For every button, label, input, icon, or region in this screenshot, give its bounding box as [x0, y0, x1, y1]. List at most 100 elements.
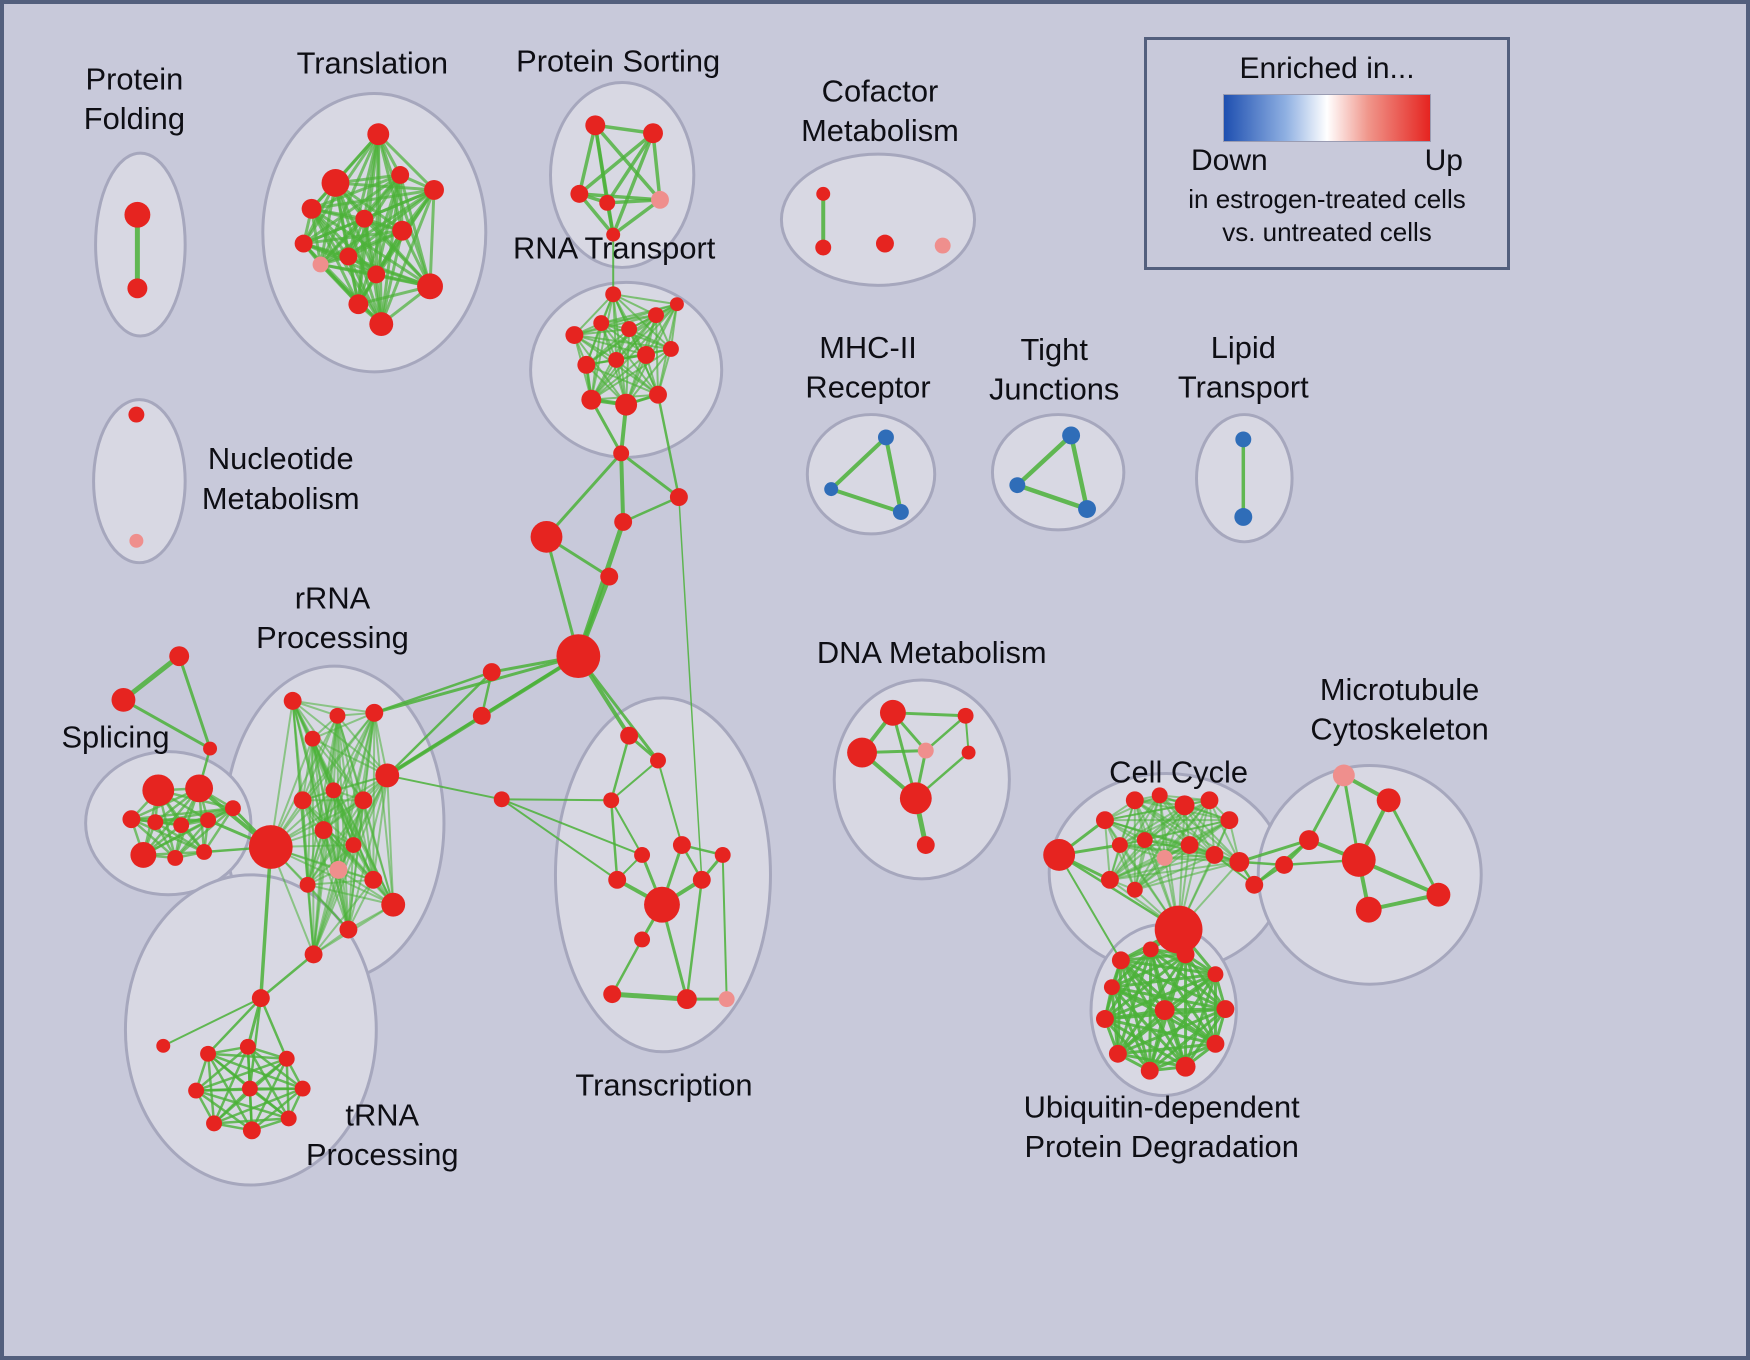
network-edge — [362, 799, 395, 906]
network-edge — [1103, 819, 1111, 881]
network-edge — [306, 883, 350, 931]
network-edge — [577, 192, 662, 202]
cluster-ellipse-rna-transport — [529, 280, 724, 459]
legend-axis-labels: Down Up — [1191, 144, 1463, 178]
network-node — [1174, 795, 1195, 816]
network-edge — [269, 714, 339, 849]
network-edge — [1148, 1008, 1167, 1073]
network-edge — [398, 173, 432, 288]
network-node — [934, 237, 951, 254]
network-node — [188, 1082, 205, 1099]
network-edge — [678, 496, 703, 881]
cluster-label-splicing: Splicing — [61, 720, 169, 755]
network-edge — [259, 953, 315, 1000]
network-node — [1136, 832, 1153, 849]
network-edge — [600, 322, 659, 396]
network-edge — [1108, 844, 1191, 881]
network-node — [304, 945, 323, 964]
network-node — [621, 321, 638, 338]
network-edge — [385, 714, 484, 777]
network-node — [1140, 1061, 1159, 1080]
network-node — [156, 1038, 171, 1053]
network-node — [644, 886, 680, 923]
network-edge — [306, 844, 355, 886]
network-edge — [311, 737, 365, 802]
network-node — [1235, 431, 1252, 448]
network-node — [375, 763, 400, 788]
network-node — [1175, 1056, 1196, 1077]
network-node — [1009, 477, 1026, 494]
network-edge — [1110, 985, 1152, 1073]
network-node — [122, 810, 141, 829]
network-edge — [615, 303, 678, 361]
network-node — [714, 847, 731, 863]
network-edge — [621, 495, 681, 524]
cluster-label-transcription: Transcription — [575, 1068, 752, 1103]
network-node — [530, 520, 563, 553]
cluster-ellipses-layer — [84, 81, 1483, 1187]
network-edge — [1133, 839, 1146, 891]
network-edge — [250, 1057, 288, 1132]
network-edge — [312, 774, 389, 956]
network-edge — [306, 878, 375, 886]
network-edge — [312, 878, 375, 956]
network-node — [169, 646, 190, 667]
network-edge — [577, 123, 598, 196]
cluster-ellipse-protein-folding — [94, 151, 187, 338]
network-node — [391, 166, 410, 184]
legend-gradient-bar — [1223, 94, 1431, 142]
network-edge — [612, 293, 678, 306]
network-node — [417, 273, 443, 300]
network-edge — [1103, 952, 1188, 1021]
network-edge — [1163, 1008, 1217, 1046]
network-node — [365, 703, 384, 722]
network-node — [424, 179, 444, 200]
network-edge — [301, 711, 376, 802]
network-node — [472, 706, 491, 725]
network-edge — [206, 1052, 216, 1125]
network-node — [581, 389, 602, 410]
network-edge — [1163, 1008, 1188, 1069]
network-edge — [685, 878, 704, 1001]
network-node — [241, 1080, 258, 1097]
network-edge — [1208, 799, 1216, 856]
network-node — [1111, 951, 1130, 970]
network-node — [196, 844, 213, 860]
network-edge — [154, 806, 235, 824]
network-node — [314, 821, 333, 840]
network-node — [879, 699, 906, 726]
network-edge — [1103, 1008, 1167, 1021]
network-node — [608, 870, 627, 889]
network-edge — [310, 173, 402, 211]
network-node — [364, 870, 383, 889]
network-node — [1043, 839, 1076, 871]
network-node — [200, 1045, 217, 1062]
network-edge — [590, 353, 648, 401]
network-edge — [1110, 972, 1217, 989]
network-node — [1125, 791, 1144, 810]
network-node — [570, 184, 589, 203]
network-node — [1100, 870, 1119, 889]
network-edge — [337, 868, 350, 931]
network-edge — [319, 217, 366, 266]
network-node — [293, 791, 312, 810]
legend-down-label: Down — [1191, 144, 1268, 177]
network-edge — [600, 303, 678, 325]
network-edge — [1118, 794, 1161, 847]
network-edge — [301, 737, 314, 802]
network-node — [1200, 791, 1219, 810]
network-node — [1275, 855, 1294, 874]
legend-title: Enriched in... — [1239, 52, 1415, 85]
network-node — [892, 504, 909, 520]
network-node — [1229, 851, 1250, 872]
network-node — [1355, 896, 1382, 923]
network-edge — [269, 699, 294, 849]
network-edge — [1119, 958, 1167, 1012]
network-edge — [322, 829, 395, 906]
network-edge — [311, 737, 389, 777]
network-node — [599, 194, 616, 211]
